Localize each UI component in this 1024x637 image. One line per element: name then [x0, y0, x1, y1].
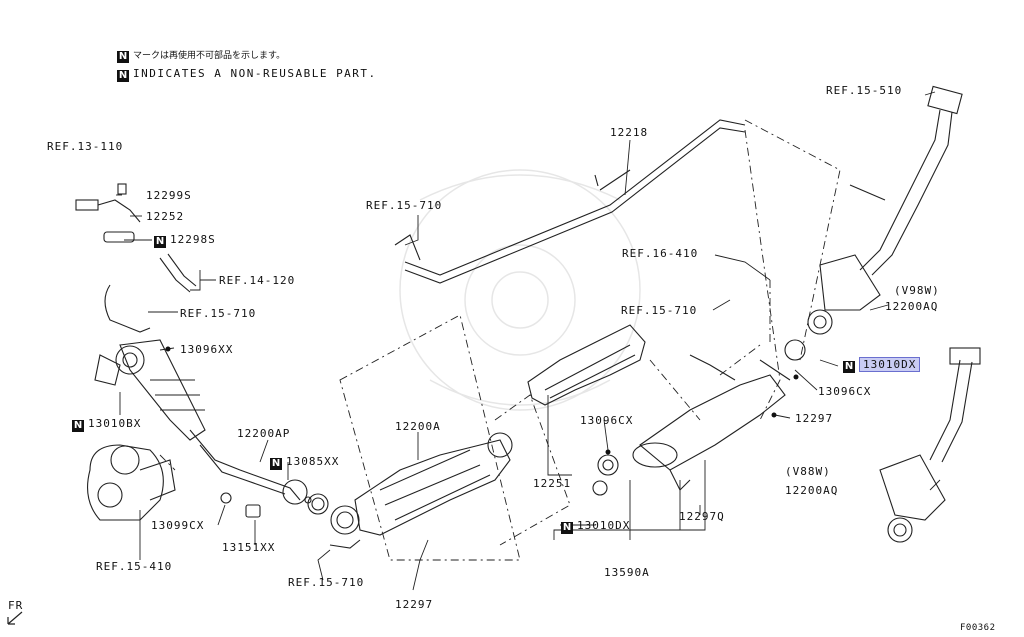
pipe-12218	[394, 119, 746, 284]
legend-en-text: INDICATES A NON-REUSABLE PART.	[133, 67, 377, 80]
part-12297q-label[interactable]: 12297Q	[679, 510, 725, 523]
turbocharger	[87, 444, 176, 521]
part-12299s-label[interactable]: 12299S	[146, 189, 192, 202]
part-12200a-label[interactable]: 12200A	[395, 420, 441, 433]
center-catalytic-converter	[329, 432, 513, 549]
part-12200ap-label[interactable]: 12200AP	[237, 427, 291, 440]
ref-15-710-link-c[interactable]: REF.15-710	[366, 199, 443, 212]
legend-line-en: N INDICATES A NON-REUSABLE PART.	[117, 67, 377, 82]
part-13010dx-label-b[interactable]: N 13010DX	[843, 357, 921, 373]
ref-16-410-link[interactable]: REF.16-410	[622, 247, 699, 260]
part-12200aq-label-a[interactable]: 12200AQ	[885, 300, 939, 313]
ref-15-410-link[interactable]: REF.15-410	[96, 560, 173, 573]
part-13096cx-label-b[interactable]: 13096CX	[818, 385, 872, 398]
non-reusable-icon: N	[270, 458, 282, 470]
non-reusable-icon: N	[561, 522, 573, 534]
ref-13-110-link[interactable]: REF.13-110	[47, 140, 124, 153]
sensor-bracket-group	[75, 183, 197, 333]
ref-14-120-link[interactable]: REF.14-120	[219, 274, 296, 287]
main-muffler	[592, 354, 791, 496]
part-12252-label[interactable]: 12252	[146, 210, 185, 223]
non-reusable-icon: N	[72, 420, 84, 432]
front-direction-arrow	[7, 611, 23, 625]
ref-15-710-link-a[interactable]: REF.15-710	[180, 307, 257, 320]
non-reusable-icon: N	[154, 236, 166, 248]
part-13096cx-label-a[interactable]: 13096CX	[580, 414, 634, 427]
non-reusable-icon: N	[117, 70, 129, 82]
variant-v88w-label: (V88W)	[785, 465, 831, 478]
ref-15-510-link[interactable]: REF.15-510	[826, 84, 903, 97]
non-reusable-icon: N	[843, 361, 855, 373]
right-pipe-v88w	[879, 347, 981, 543]
ref-15-710-link-d[interactable]: REF.15-710	[621, 304, 698, 317]
front-direction-label: FR	[8, 599, 24, 612]
part-13151xx-label[interactable]: 13151XX	[222, 541, 276, 554]
right-pipe-v98w	[784, 85, 963, 361]
part-12218-label[interactable]: 12218	[610, 126, 649, 139]
part-12297-label-a[interactable]: 12297	[395, 598, 434, 611]
legend-line-jp: N マークは再使用不可部品を示します。	[117, 48, 285, 63]
part-13590a-label[interactable]: 13590A	[604, 566, 650, 579]
non-reusable-icon: N	[117, 51, 129, 63]
highlighted-part[interactable]: 13010DX	[859, 357, 921, 372]
diagram-code: F00362	[960, 623, 996, 633]
part-13099cx-label[interactable]: 13099CX	[151, 519, 205, 532]
legend-jp-text: マークは再使用不可部品を示します。	[133, 51, 286, 61]
variant-v98w-label: (V98W)	[894, 284, 940, 297]
part-12200aq-label-b[interactable]: 12200AQ	[785, 484, 839, 497]
part-12251-label[interactable]: 12251	[533, 477, 572, 490]
heat-shield	[527, 324, 646, 406]
ref-15-710-link-b[interactable]: REF.15-710	[288, 576, 365, 589]
part-13096xx-label[interactable]: 13096XX	[180, 343, 234, 356]
part-12297-label-b[interactable]: 12297	[795, 412, 834, 425]
watermark-emblem	[399, 169, 641, 411]
front-catalytic-converter	[94, 339, 329, 515]
